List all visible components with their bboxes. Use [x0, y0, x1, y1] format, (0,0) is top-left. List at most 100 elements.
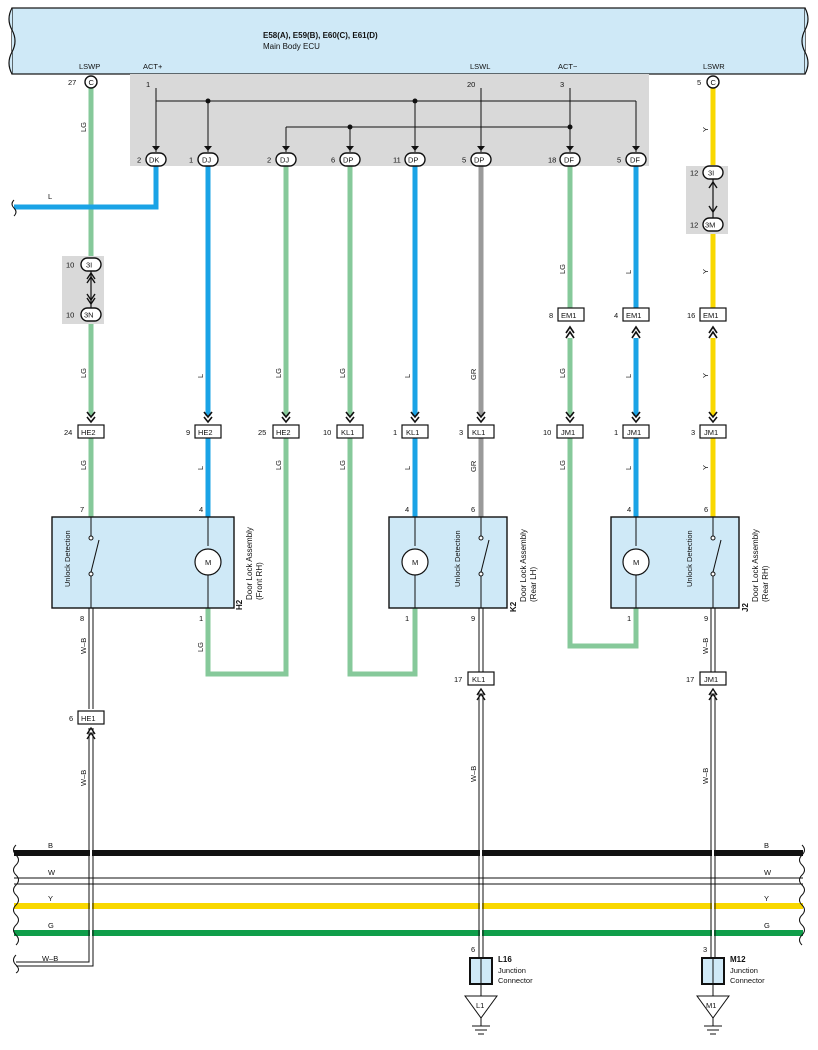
svg-text:M1: M1	[706, 1001, 716, 1010]
svg-text:JM1: JM1	[627, 428, 641, 437]
svg-text:17: 17	[454, 675, 462, 684]
svg-text:L1: L1	[476, 1001, 484, 1010]
svg-text:KL1: KL1	[472, 675, 485, 684]
k2-sub: (Rear LH)	[529, 567, 538, 602]
ecu-pin-lswr: C 5	[697, 75, 720, 89]
svg-text:C: C	[711, 78, 717, 87]
wire-label-l-7: L	[624, 374, 633, 378]
svg-text:L16: L16	[498, 955, 512, 964]
svg-text:10: 10	[323, 428, 331, 437]
svg-text:M: M	[205, 558, 211, 567]
svg-text:7: 7	[80, 505, 84, 514]
svg-text:DP: DP	[474, 156, 484, 165]
svg-text:EM1: EM1	[561, 311, 576, 320]
svg-text:KL1: KL1	[406, 428, 419, 437]
svg-text:16: 16	[687, 311, 695, 320]
svg-text:9: 9	[471, 614, 475, 623]
relay-pin-dp-5: DP 5	[462, 152, 492, 167]
junction-m12: 3 M12 Junction Connector M1	[696, 945, 765, 1035]
wire-label-lg-3: LG	[79, 460, 88, 470]
svg-text:5: 5	[697, 78, 701, 87]
svg-text:17: 17	[686, 675, 694, 684]
svg-text:4: 4	[199, 505, 203, 514]
j2-id: J2	[741, 603, 750, 612]
svg-text:Connector: Connector	[498, 976, 533, 985]
conn-jm1-17: JM1 17	[686, 671, 727, 686]
pin-name-act-minus: ACT−	[558, 62, 578, 71]
ecu-name: Main Body ECU	[263, 42, 320, 51]
wire-label-l-left: L	[48, 192, 52, 201]
relay-pin-dp-6: DP 6	[331, 152, 361, 167]
svg-text:6: 6	[471, 505, 475, 514]
svg-text:HE2: HE2	[276, 428, 291, 437]
junction-l16: 6 L16 Junction Connector L1	[464, 945, 533, 1035]
svg-text:1: 1	[614, 428, 618, 437]
svg-text:3N: 3N	[84, 311, 94, 320]
svg-text:9: 9	[186, 428, 190, 437]
conn-jm1-3: JM1 3	[691, 424, 727, 439]
svg-text:Connector: Connector	[730, 976, 765, 985]
door-lock-front-rh: 7 4 8 1 Unlock Detection M H2 Door Lock …	[51, 505, 264, 623]
svg-text:9: 9	[704, 614, 708, 623]
wire-label-y-3: Y	[701, 373, 710, 378]
wire-label-l-3: L	[196, 466, 205, 470]
svg-text:6: 6	[471, 945, 475, 954]
relay-pin-df-5: DF 5	[617, 152, 647, 167]
svg-text:1: 1	[189, 156, 193, 165]
wire-label-wb-2: W–B	[79, 770, 88, 786]
conn-kl1-10: KL1 10	[323, 424, 364, 439]
right-pin-3m: 3M 12	[690, 217, 724, 232]
conn-jm1-1: JM1 1	[614, 424, 650, 439]
bus-label-wb-left: W–B	[42, 954, 58, 963]
pin-num-act-plus: 1	[146, 80, 150, 89]
door-lock-rear-rh: 4 6 1 9 M Unlock Detection J2 Door Lock …	[610, 505, 770, 623]
wire-label-wb-3: W–B	[469, 766, 478, 782]
svg-text:EM1: EM1	[703, 311, 718, 320]
svg-text:HE2: HE2	[198, 428, 213, 437]
svg-text:25: 25	[258, 428, 266, 437]
bus-label-w-left: W	[48, 868, 56, 877]
pin-num-act-minus: 3	[560, 80, 564, 89]
wire-label-lg-9: LG	[558, 264, 567, 274]
relay-pin-df-18: DF 18	[548, 152, 581, 167]
svg-text:12: 12	[690, 169, 698, 178]
em1-connector-1: EM1 8	[549, 307, 585, 322]
pin-num-lswl: 20	[467, 80, 475, 89]
svg-text:M: M	[633, 558, 639, 567]
svg-text:DP: DP	[343, 156, 353, 165]
svg-text:3I: 3I	[708, 169, 714, 178]
svg-text:8: 8	[80, 614, 84, 623]
wire-label-gr-1: GR	[469, 368, 478, 380]
svg-text:4: 4	[405, 505, 409, 514]
wire-label-wb-4: W–B	[701, 638, 710, 654]
svg-text:KL1: KL1	[341, 428, 354, 437]
conn-kl1-17: KL1 17	[454, 671, 495, 686]
svg-text:DP: DP	[408, 156, 418, 165]
svg-text:24: 24	[64, 428, 72, 437]
bus-label-y-right: Y	[764, 894, 769, 903]
h2-id: H2	[235, 599, 244, 610]
svg-text:6: 6	[69, 714, 73, 723]
svg-text:12: 12	[690, 221, 698, 230]
svg-text:10: 10	[543, 428, 551, 437]
wire-label-l-8: L	[624, 466, 633, 470]
conn-jm1-10: JM1 10	[543, 424, 584, 439]
svg-text:6: 6	[331, 156, 335, 165]
pin-name-lswp: LSWP	[79, 62, 100, 71]
svg-text:Junction: Junction	[498, 966, 526, 975]
svg-text:27: 27	[68, 78, 76, 87]
relay-block	[130, 74, 649, 166]
svg-text:4: 4	[614, 311, 618, 320]
wire-label-l-6: L	[624, 270, 633, 274]
conn-he1-6: HE1 6	[69, 710, 105, 725]
svg-text:1: 1	[393, 428, 397, 437]
conn-he2-9: HE2 9	[186, 424, 222, 439]
svg-text:DF: DF	[564, 156, 574, 165]
bus-label-w-right: W	[764, 868, 772, 877]
svg-text:5: 5	[462, 156, 466, 165]
svg-text:18: 18	[548, 156, 556, 165]
ecu-pin-lswp: C 27	[68, 75, 98, 89]
k2-switch-label: Unlock Detection	[453, 530, 462, 587]
em1-connector-3: EM1 16	[687, 307, 727, 322]
